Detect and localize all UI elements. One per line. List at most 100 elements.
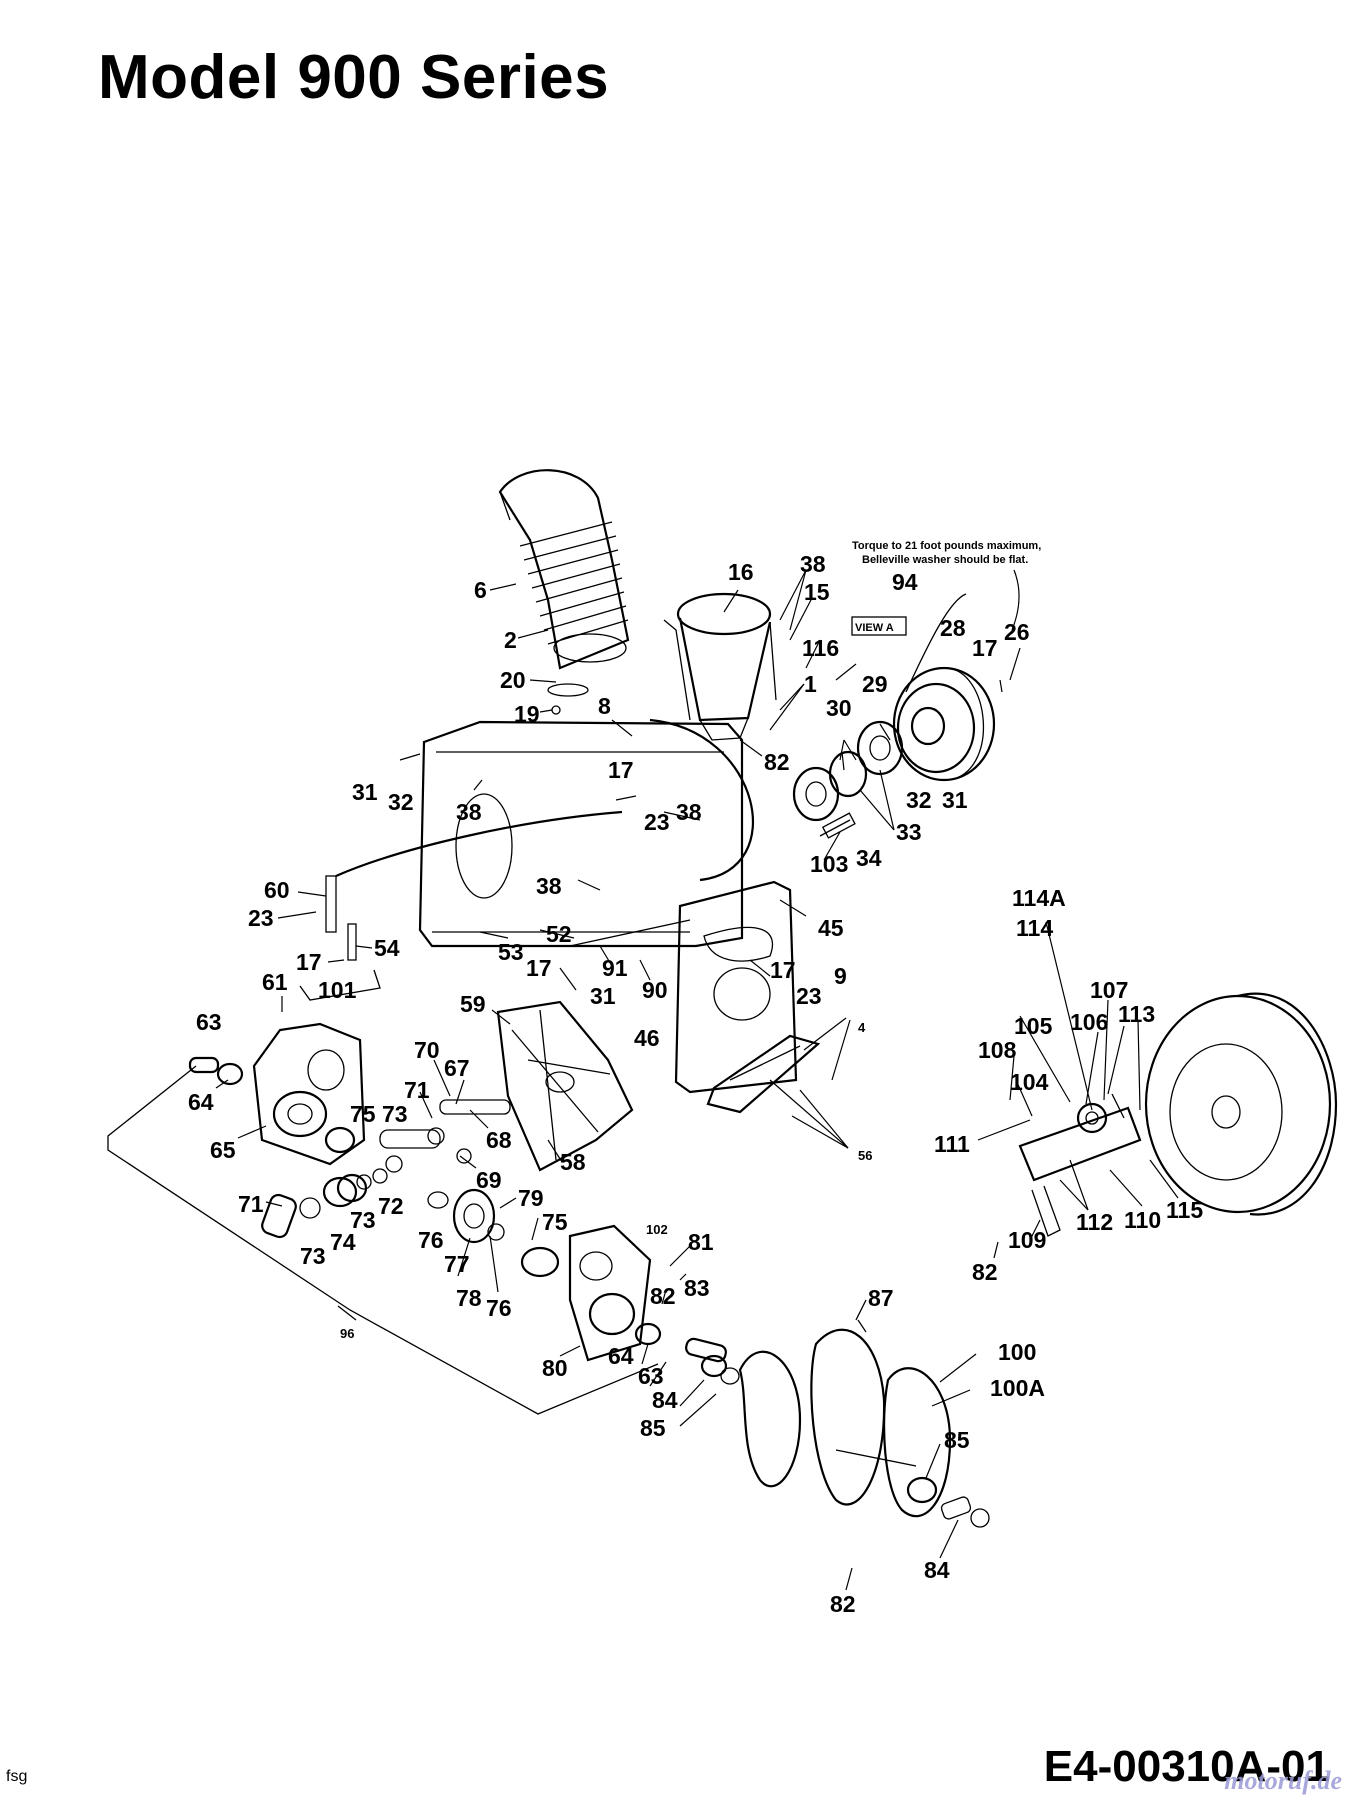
callout-73b: 73 (300, 1243, 326, 1269)
shaft-63-right (685, 1337, 727, 1363)
callout-71: 71 (404, 1077, 430, 1103)
callout-17: 17 (972, 635, 998, 661)
callout-1: 1 (804, 671, 817, 697)
callout-85: 85 (640, 1415, 666, 1441)
callout-17e: 17 (770, 957, 796, 983)
impeller (496, 1000, 634, 1172)
worm-gear-77 (452, 1188, 496, 1244)
callout-59: 59 (460, 991, 486, 1017)
auger-housing (418, 718, 798, 1094)
bearing-ring (792, 766, 840, 822)
discharge-chute (498, 469, 630, 670)
callout-30: 30 (826, 695, 852, 721)
bracket-96 (107, 1065, 659, 1415)
callout-76b: 76 (486, 1295, 512, 1321)
callout-87: 87 (868, 1285, 894, 1311)
callout-34: 34 (856, 845, 882, 871)
callout-9: 9 (834, 963, 847, 989)
callout-73c: 73 (350, 1207, 376, 1233)
callout-77: 77 (444, 1251, 470, 1277)
spacer-71 (261, 1193, 297, 1239)
callout-101: 101 (318, 977, 357, 1003)
callout-84b: 84 (924, 1557, 950, 1583)
wheel-assembly (1144, 992, 1338, 1216)
callout-78: 78 (456, 1285, 482, 1311)
drive-cable (905, 593, 967, 693)
callout-113: 113 (1118, 1001, 1155, 1027)
callout-75: 75 (350, 1101, 376, 1127)
thrust-washer-74 (322, 1176, 358, 1208)
callout-63: 63 (196, 1009, 222, 1035)
chute-base (663, 592, 777, 741)
callout-26: 26 (1004, 619, 1030, 645)
callout-74: 74 (330, 1229, 356, 1255)
callout-73: 73 (382, 1101, 408, 1127)
callout-31c: 31 (590, 983, 616, 1009)
callout-83: 83 (684, 1275, 710, 1301)
callout-61: 61 (262, 969, 288, 995)
callout-91: 91 (602, 955, 628, 981)
callout-23b: 23 (248, 905, 274, 931)
callout-114a: 114A (1012, 885, 1066, 911)
callout-labels: Torque to 21 foot pounds maximum, Bellev… (188, 540, 1203, 1617)
callout-20: 20 (500, 667, 526, 693)
callout-17d: 17 (526, 955, 552, 981)
callout-70: 70 (414, 1037, 440, 1063)
callout-64b: 64 (608, 1343, 634, 1369)
callout-38b: 38 (456, 799, 482, 825)
callout-102: 102 (646, 1222, 668, 1237)
callout-8: 8 (598, 693, 611, 719)
callout-81: 81 (688, 1229, 714, 1255)
callout-52: 52 (546, 921, 572, 947)
callout-32b: 32 (388, 789, 414, 815)
callout-6: 6 (474, 577, 487, 603)
auger-spiral (738, 1299, 952, 1518)
callout-115: 115 (1166, 1197, 1203, 1223)
callout-116: 116 (802, 635, 839, 661)
callout-69: 69 (476, 1167, 502, 1193)
callout-19: 19 (514, 701, 540, 727)
gear-housing-right (568, 1224, 652, 1362)
callout-38: 38 (800, 551, 826, 577)
auger-pulley (892, 666, 996, 782)
callout-82c: 82 (830, 1591, 856, 1617)
corner-code: fsg (6, 1768, 28, 1785)
view-a-label: VIEW A (855, 622, 894, 634)
callout-17b: 17 (608, 757, 634, 783)
callout-23c: 23 (796, 983, 822, 1009)
callout-90: 90 (642, 977, 668, 1003)
callout-31: 31 (942, 787, 968, 813)
callout-100a: 100A (990, 1375, 1045, 1401)
callout-38c: 38 (676, 799, 702, 825)
watermark-logo: motoruf.de (1224, 1766, 1342, 1795)
callout-53: 53 (498, 939, 524, 965)
callout-80: 80 (542, 1355, 568, 1381)
torque-note-line1: Torque to 21 foot pounds maximum, (852, 540, 1041, 552)
callout-31b: 31 (352, 779, 378, 805)
bushing-64-right (634, 1322, 662, 1346)
chute-plate (547, 683, 589, 697)
callout-104: 104 (1010, 1069, 1049, 1095)
callout-72: 72 (378, 1193, 404, 1219)
callout-68: 68 (486, 1127, 512, 1153)
document-number: E4-00310A-01 (1043, 1742, 1330, 1791)
callout-63b: 63 (638, 1363, 664, 1389)
callout-105: 105 (1014, 1013, 1053, 1039)
callout-108: 108 (978, 1037, 1017, 1063)
leader-lines (215, 569, 1179, 1591)
shave-plate (706, 1034, 821, 1114)
callout-15: 15 (804, 579, 830, 605)
callout-67: 67 (444, 1055, 470, 1081)
callout-111: 111 (934, 1131, 970, 1157)
callout-109: 109 (1008, 1227, 1046, 1253)
bearing-flange (856, 720, 904, 776)
callout-29: 29 (862, 671, 888, 697)
callout-82b: 82 (650, 1283, 676, 1309)
callout-103: 103 (810, 851, 848, 877)
callout-106: 106 (1070, 1009, 1108, 1035)
callout-58: 58 (560, 1149, 586, 1175)
callout-75b: 75 (542, 1209, 568, 1235)
bearing-75 (324, 1126, 356, 1154)
